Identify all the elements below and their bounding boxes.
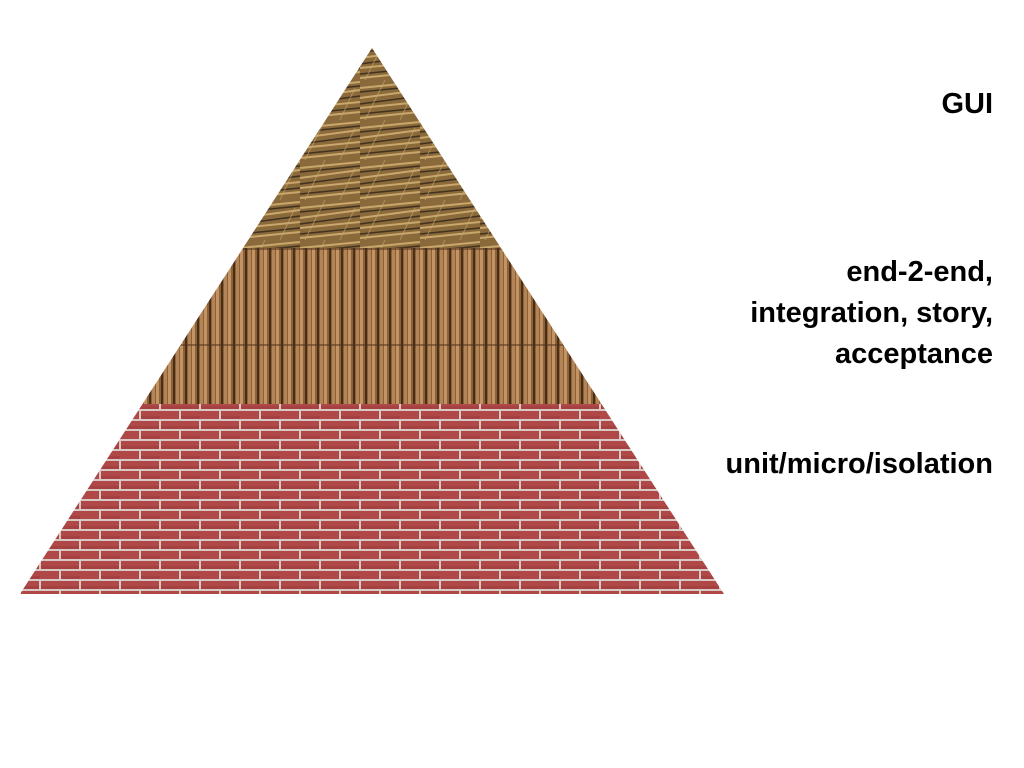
layer-label-gui: GUI xyxy=(941,84,993,125)
label-line: GUI xyxy=(941,88,993,120)
label-line: integration, story, xyxy=(750,297,993,329)
layer-label-unit: unit/micro/isolation xyxy=(726,444,993,485)
layer-label-integration: end-2-end, integration, story, acceptanc… xyxy=(750,252,993,375)
label-line: acceptance xyxy=(835,338,993,370)
label-line: end-2-end, xyxy=(846,256,993,288)
layer-top-straw xyxy=(20,48,724,248)
layer-bottom-bricks xyxy=(20,404,724,594)
label-line: unit/micro/isolation xyxy=(725,448,993,480)
